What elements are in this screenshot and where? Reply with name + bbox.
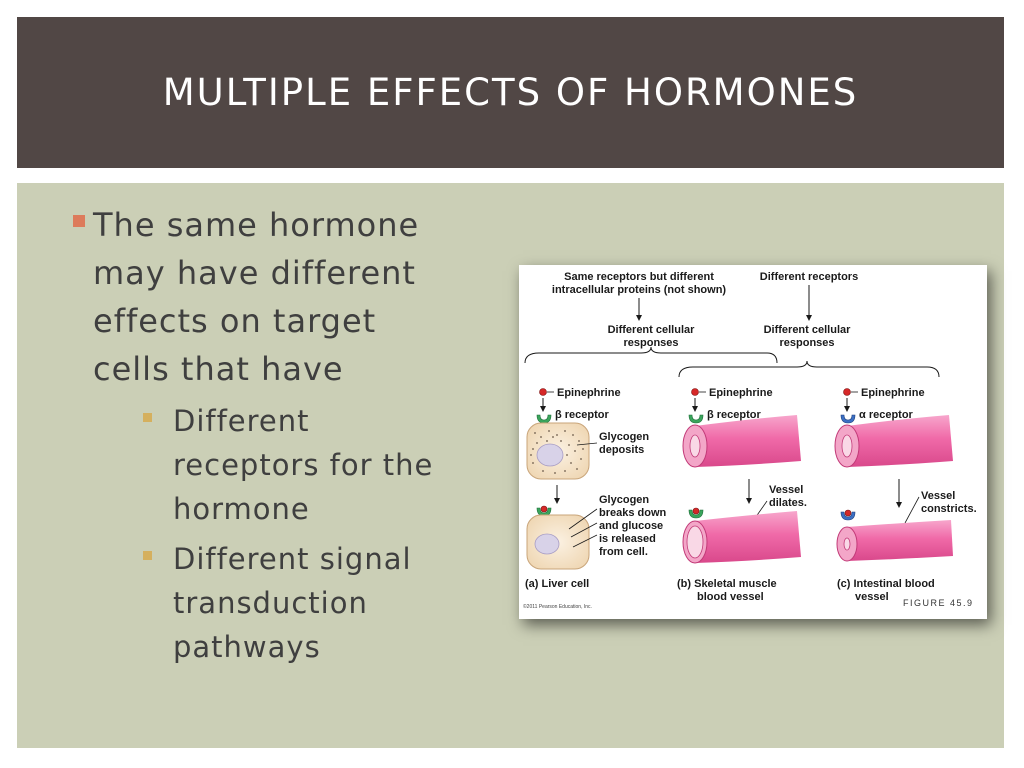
sub-bullet-line: Different	[173, 404, 310, 438]
sub-bullet-line: hormone	[173, 492, 310, 526]
sub-bullet-pathways: Different signal transduction pathways	[73, 537, 483, 669]
vessel-top-lumen	[841, 434, 853, 458]
beta-receptor-label: β receptor	[555, 409, 610, 421]
vessel-constricts-line: constricts.	[921, 503, 977, 515]
sub-bullet-line: receptors for the	[173, 448, 434, 482]
bullet-list: The same hormone may have different effe…	[73, 201, 483, 669]
glycogen-release-line: Glycogen	[599, 494, 649, 506]
responses-left-line: Different cellular	[608, 324, 696, 336]
caption-c-line: vessel	[855, 591, 889, 603]
vessel-bottom-body	[847, 520, 953, 561]
header-left-line: Same receptors but different	[564, 271, 714, 283]
caption-a: (a) Liver cell	[525, 578, 589, 590]
figure-45-9: Same receptors but different intracellul…	[519, 265, 987, 619]
vessel-dilates-line: dilates.	[769, 497, 807, 509]
bullet-main-line: cells that have	[93, 350, 344, 388]
hormone-diagram: Same receptors but different intracellul…	[523, 271, 977, 610]
vessel-bottom-lumen-constricted	[843, 537, 851, 551]
responses-left-line: responses	[623, 337, 678, 349]
copyright: ©2011 Pearson Education, Inc.	[523, 603, 592, 610]
sub-bullet-receptors: Different receptors for the hormone	[73, 399, 483, 531]
bullet-main-line: The same hormone	[93, 206, 420, 244]
epinephrine-molecule-icon	[539, 388, 547, 396]
figure-number: FIGURE 45.9	[903, 598, 974, 608]
epinephrine-label: Epinephrine	[709, 387, 773, 399]
epinephrine-label: Epinephrine	[861, 387, 925, 399]
glycogen-dots	[530, 430, 584, 474]
caption-b-line: blood vessel	[697, 591, 764, 603]
brace-left	[524, 346, 778, 364]
leader-lines	[568, 508, 598, 548]
nucleus	[536, 443, 564, 467]
responses-right-line: Different cellular	[764, 324, 852, 336]
glycogen-release-line: breaks down	[599, 507, 667, 519]
epinephrine-molecule-icon	[844, 509, 852, 517]
bullet-main-line: may have different	[93, 254, 416, 292]
vessel-constricts-line: Vessel	[921, 490, 955, 502]
bullet-marker	[73, 215, 85, 227]
sub-bullet-marker	[143, 551, 152, 560]
vessel-top-lumen	[689, 434, 701, 458]
alpha-receptor-icon	[840, 414, 856, 424]
epinephrine-molecule-icon	[540, 505, 548, 513]
glycogen-deposits-line: Glycogen	[599, 431, 649, 443]
vessel-bottom-body	[695, 511, 801, 563]
glycogen-release-line: from cell.	[599, 546, 648, 558]
caption-b-line: (b) Skeletal muscle	[677, 578, 777, 590]
vessel-top-body	[695, 415, 801, 467]
epinephrine-molecule-icon	[843, 388, 851, 396]
header-right: Different receptors	[760, 271, 858, 283]
glycogen-deposits-line: deposits	[599, 444, 644, 456]
slide-title: Multiple Effects of Hormones	[162, 71, 859, 114]
responses-right-line: responses	[779, 337, 834, 349]
vessel-top-body	[847, 415, 953, 467]
epinephrine-molecule-icon	[692, 507, 700, 515]
bullet-main: The same hormone may have different effe…	[73, 201, 483, 393]
alpha-receptor-icon	[840, 511, 856, 521]
glycogen-release-line: is released	[599, 533, 656, 545]
brace-right	[678, 360, 940, 378]
sub-bullet-line: Different signal	[173, 542, 412, 576]
vessel-bottom-lumen-dilated	[686, 525, 704, 559]
epinephrine-label: Epinephrine	[557, 387, 621, 399]
beta-receptor-label: β receptor	[707, 409, 762, 421]
vessel-dilates-line: Vessel	[769, 484, 803, 496]
epinephrine-molecule-icon	[691, 388, 699, 396]
nucleus	[534, 533, 560, 555]
beta-receptor-icon	[688, 509, 704, 519]
beta-receptor-icon	[536, 414, 552, 424]
caption-c-line: (c) Intestinal blood	[837, 578, 935, 590]
slide-content: The same hormone may have different effe…	[17, 183, 1004, 748]
leader-line	[576, 442, 598, 446]
title-bar: Multiple Effects of Hormones	[17, 17, 1004, 168]
header-left-line: intracellular proteins (not shown)	[552, 284, 727, 296]
sub-bullet-marker	[143, 413, 152, 422]
sub-bullet-line: transduction	[173, 586, 368, 620]
bullet-main-line: effects on target	[93, 302, 377, 340]
leader-line	[904, 496, 920, 524]
alpha-receptor-label: α receptor	[859, 409, 914, 421]
beta-receptor-icon	[688, 414, 704, 424]
glycogen-release-line: and glucose	[599, 520, 663, 532]
sub-bullet-line: pathways	[173, 630, 321, 664]
